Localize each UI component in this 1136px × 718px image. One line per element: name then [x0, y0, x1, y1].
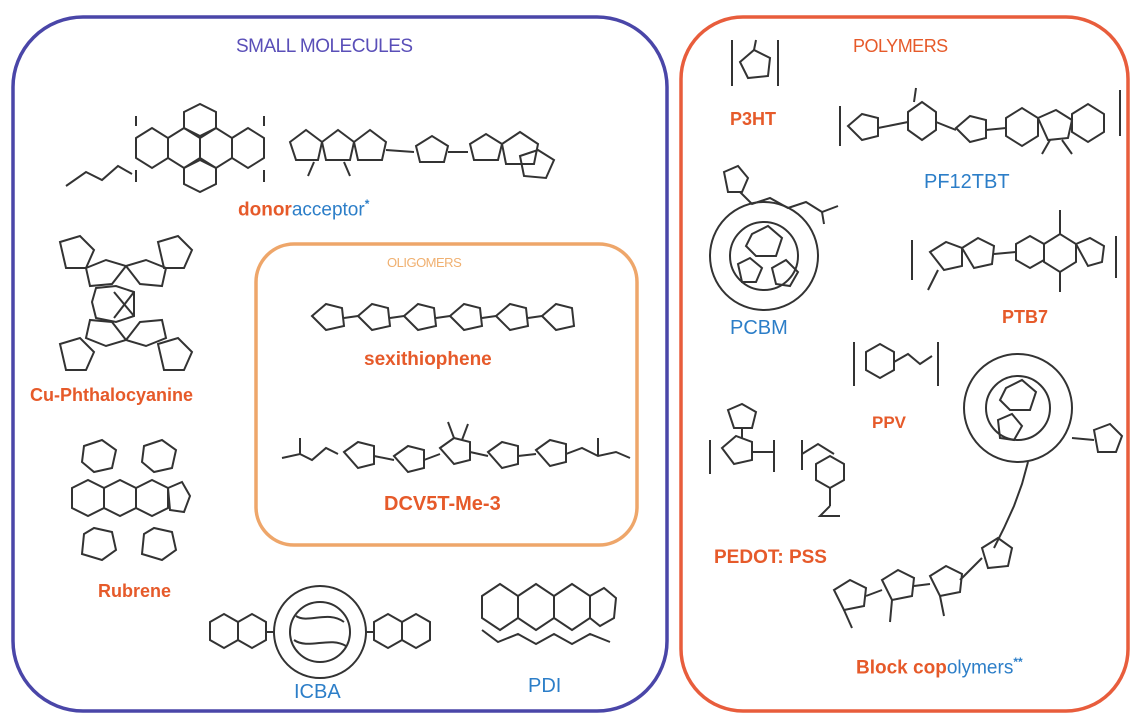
dcv5t-label: DCV5T-Me-3 — [384, 493, 501, 515]
perylene-diimide-dimer-icon — [65, 102, 281, 194]
thiophene-acceptor-icon — [284, 112, 556, 190]
sexithiophene-icon — [308, 294, 578, 338]
pdi-label: PDI — [528, 675, 562, 697]
pf12tbt-icon — [836, 84, 1124, 162]
cu-phthalocyanine-label: Cu-Phthalocyanine — [30, 385, 194, 405]
ppv-label: PPV — [872, 413, 907, 432]
p3ht-label: P3HT — [730, 109, 777, 129]
oligomers-title: OLIGOMERS — [387, 255, 462, 270]
oligomers-box — [254, 242, 639, 547]
block-copolymers-label: Block copolymers** — [856, 656, 1023, 677]
pedot-pss-icon — [702, 400, 852, 534]
pf12tbt-label: PF12TBT — [924, 171, 1010, 193]
dcv5t-icon — [281, 418, 632, 482]
small-molecules-title: SMALL MOLECULES — [236, 36, 413, 57]
polymers-box — [679, 15, 1130, 713]
rubrene-label: Rubrene — [98, 581, 172, 601]
small-molecules-box — [11, 15, 669, 713]
rubrene-icon — [70, 438, 192, 562]
acceptor-text: acceptor — [291, 199, 365, 221]
ptb7-label: PTB7 — [1002, 307, 1049, 327]
block-cop-text: Block cop — [856, 657, 947, 679]
pcbm-icon — [700, 164, 850, 314]
polymers-title: POLYMERS — [853, 36, 948, 56]
donor-text: donor — [238, 199, 292, 221]
icba-label: ICBA — [294, 681, 341, 703]
icba-icon — [204, 580, 436, 682]
ptb7-icon — [908, 196, 1122, 302]
block-copolymer-icon — [832, 344, 1128, 646]
pdi-icon — [478, 576, 618, 652]
pcbm-label: PCBM — [730, 317, 788, 339]
ppv-icon — [848, 338, 942, 390]
block-copolymers-footnote-mark: ** — [1013, 655, 1023, 669]
olymers-text: olymers — [946, 657, 1014, 679]
phthalocyanine-icon — [56, 232, 196, 374]
donor-acceptor-label: donoracceptor* — [238, 198, 369, 219]
donor-acceptor-footnote-mark: * — [364, 197, 370, 211]
sexithiophene-label: sexithiophene — [364, 349, 492, 370]
p3ht-icon — [726, 36, 784, 92]
pedot-pss-label: PEDOT: PSS — [714, 547, 827, 568]
